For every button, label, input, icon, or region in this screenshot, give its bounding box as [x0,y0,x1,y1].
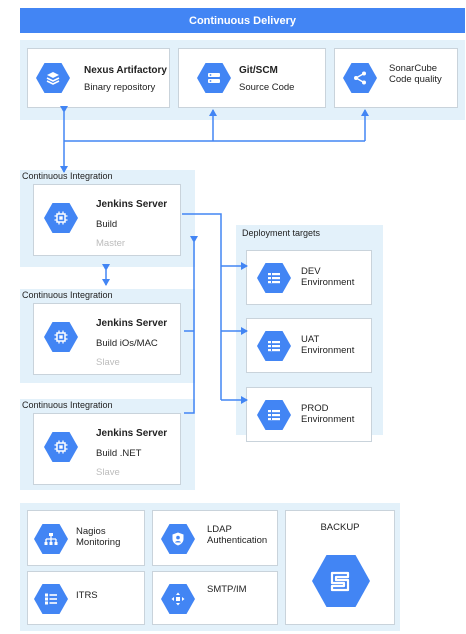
target-name: UAT [301,334,320,345]
ci-section-label: Continuous Integration [22,400,113,410]
diagram-title: Continuous Delivery [189,14,296,27]
infra-title: BACKUP [320,522,360,533]
server-subtitle: Build [96,219,118,230]
routing-icon [161,584,195,614]
ldap-card[interactable]: LDAP Authentication [152,510,278,566]
smtp-card[interactable]: SMTP/IM [152,571,278,625]
tool-title: SonarCube [389,63,438,74]
connector-slaves [184,236,198,414]
infra-title: Nagios [76,526,106,537]
infra-title: ITRS [76,590,98,601]
server-title: Jenkins Server [96,318,168,329]
server-role: Slave [96,467,120,478]
server-role: Master [96,238,126,249]
tool-card-nexus[interactable]: Nexus Artifactory Binary repository [27,48,170,108]
server-role: Slave [96,357,120,368]
list-bullet-icon [34,584,68,614]
backup-icon [312,555,370,607]
tool-card-git[interactable]: Git/SCM Source Code [178,48,326,108]
jenkins-ios-card[interactable]: Jenkins Server Build iOs/MAC Slave [33,303,181,375]
shield-user-icon [161,524,195,554]
target-name: DEV [301,266,321,277]
infra-subtitle: Monitoring [76,537,121,548]
jenkins-master-card[interactable]: Jenkins Server Build Master [33,184,181,256]
target-dev-card[interactable]: DEV Environment [246,250,372,305]
infra-title: LDAP [207,524,232,535]
tool-subtitle: Binary repository [84,82,156,93]
itrs-card[interactable]: ITRS [27,571,145,625]
target-name: PROD [301,403,329,414]
nagios-card[interactable]: Nagios Monitoring [27,510,145,566]
server-subtitle: Build iOs/MAC [96,338,158,349]
tool-title: Git/SCM [239,65,278,76]
target-desc: Environment [301,345,355,356]
tool-card-sonar[interactable]: SonarCube Code quality [334,48,458,108]
tool-subtitle: Source Code [239,82,295,93]
deployment-label: Deployment targets [242,228,321,238]
storage-icon [197,63,231,93]
ci-section-label: Continuous Integration [22,171,113,181]
target-prod-card[interactable]: PROD Environment [246,387,372,442]
server-title: Jenkins Server [96,199,168,210]
target-uat-card[interactable]: UAT Environment [246,318,372,373]
target-desc: Environment [301,414,355,425]
jenkins-dotnet-card[interactable]: Jenkins Server Build .NET Slave [33,413,181,485]
target-desc: Environment [301,277,355,288]
backup-card[interactable]: BACKUP [285,510,395,625]
ci-section-label: Continuous Integration [22,290,113,300]
connector-master-out [182,213,222,400]
server-subtitle: Build .NET [96,448,142,459]
infra-subtitle: Authentication [207,535,268,546]
hierarchy-icon [34,524,68,554]
tool-title: Nexus Artifactory [84,65,167,76]
infra-title: SMTP/IM [207,584,247,595]
tool-subtitle: Code quality [389,74,442,85]
diagram-title-bar: Continuous Delivery [20,8,465,33]
server-title: Jenkins Server [96,428,168,439]
